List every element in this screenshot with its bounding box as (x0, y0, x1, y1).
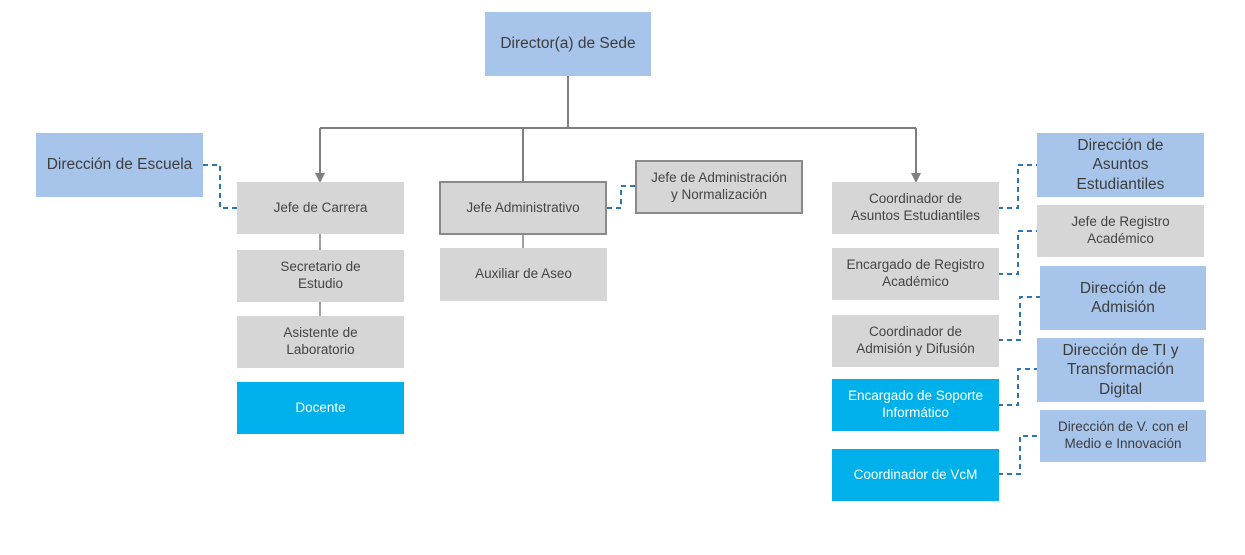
dash-admision (998, 296, 1040, 341)
direccion-escuela-box: Dirección de Escuela (36, 133, 203, 197)
direccion-asuntos-box: Dirección de Asuntos Estudiantiles (1037, 133, 1204, 197)
direccion-vcm-box: Dirección de V. con el Medio e Innovació… (1040, 410, 1206, 462)
auxiliar-aseo-box: Auxiliar de Aseo (440, 248, 607, 301)
coordinador-vcm-box: Coordinador de VcM (832, 449, 999, 501)
director-sede-box: Director(a) de Sede (485, 12, 651, 76)
jefe-registro-box: Jefe de Registro Académico (1037, 205, 1204, 257)
coordinador-asuntos-box: Coordinador de Asuntos Estudiantiles (832, 182, 999, 234)
encargado-soporte-box: Encargado de Soporte Informático (832, 379, 999, 431)
dash-vcm (998, 435, 1040, 475)
jefe-carrera-box: Jefe de Carrera (237, 182, 404, 234)
encargado-registro-box: Encargado de Registro Académico (832, 248, 999, 300)
dash-registro (998, 230, 1037, 275)
coordinador-admision-box: Coordinador de Admisión y Difusión (832, 315, 999, 367)
secretario-estudio-box: Secretario de Estudio (237, 250, 404, 302)
direccion-admision-box: Dirección de Admisión (1040, 266, 1206, 330)
dash-ti (998, 368, 1037, 406)
docente-box: Docente (237, 382, 404, 434)
dash-escuela-carrera (203, 164, 237, 209)
dash-asuntos (998, 164, 1037, 209)
jefe-administracion-normalizacion-box: Jefe de Administración y Normalización (635, 160, 803, 214)
coordination-lines (203, 164, 1040, 475)
jefe-administrativo-box: Jefe Administrativo (439, 181, 607, 235)
asistente-laboratorio-box: Asistente de Laboratorio (237, 316, 404, 368)
direccion-ti-box: Dirección de TI y Transformación Digital (1037, 338, 1204, 402)
hierarchy-lines (315, 76, 921, 316)
dash-admin-normalizacion (607, 185, 635, 209)
